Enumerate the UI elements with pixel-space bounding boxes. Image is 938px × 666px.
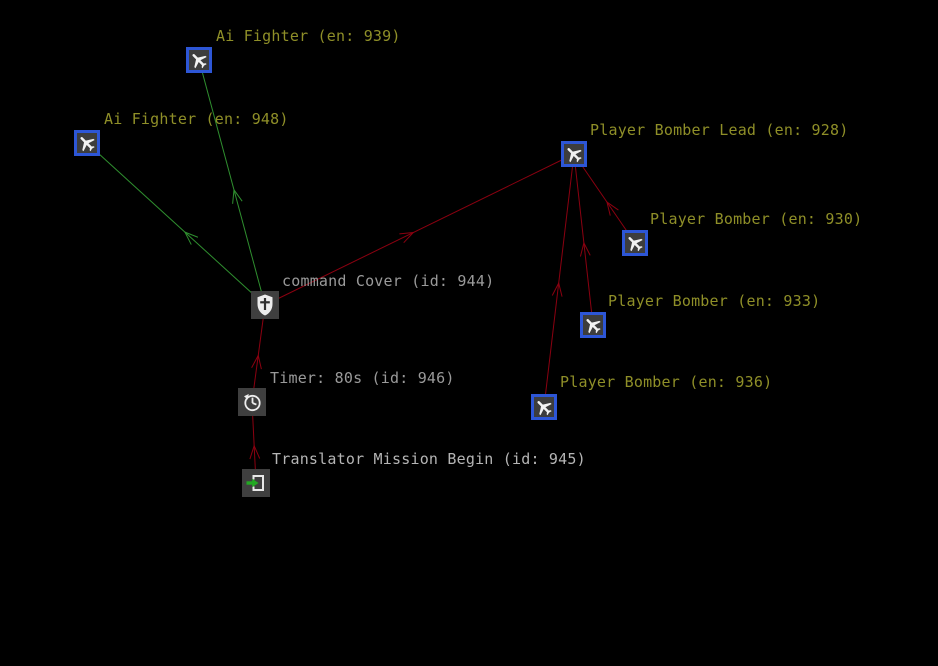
node-label-command-cover-944: command Cover (id: 944) [282, 272, 495, 290]
node-timer-946[interactable] [238, 388, 266, 416]
edge-command-cover-944-to-ai-fighter-939 [198, 59, 266, 306]
shield-icon [253, 293, 277, 317]
node-ai-fighter-948[interactable] [74, 130, 100, 156]
arrowhead-timer-946-to-command-cover-944 [251, 354, 262, 370]
arrowhead-command-cover-944-to-player-bomber-lead-928 [399, 231, 415, 244]
node-label-mission-begin-945: Translator Mission Begin (id: 945) [272, 450, 586, 468]
node-command-cover-944[interactable] [251, 291, 279, 319]
node-player-bomber-930[interactable] [622, 230, 648, 256]
edge-player-bomber-930-to-player-bomber-lead-928 [573, 153, 636, 244]
node-label-player-bomber-933: Player Bomber (en: 933) [608, 292, 821, 310]
fighter-icon [583, 315, 603, 335]
arrowhead-player-bomber-930-to-player-bomber-lead-928 [606, 200, 619, 216]
arrowhead-player-bomber-936-to-player-bomber-lead-928 [551, 281, 563, 297]
node-player-bomber-933[interactable] [580, 312, 606, 338]
fighter-icon [564, 144, 584, 164]
arrowhead-command-cover-944-to-ai-fighter-948 [183, 231, 199, 245]
fighter-icon [534, 397, 554, 417]
fighter-icon [189, 50, 209, 70]
node-ai-fighter-939[interactable] [186, 47, 212, 73]
node-label-player-bomber-930: Player Bomber (en: 930) [650, 210, 863, 228]
node-label-player-bomber-lead-928: Player Bomber Lead (en: 928) [590, 121, 849, 139]
node-player-bomber-936[interactable] [531, 394, 557, 420]
edge-timer-946-to-command-cover-944 [251, 304, 266, 403]
fighter-icon [77, 133, 97, 153]
node-mission-begin-945[interactable] [242, 469, 270, 497]
node-label-ai-fighter-939: Ai Fighter (en: 939) [216, 27, 401, 45]
edge-command-cover-944-to-player-bomber-lead-928 [264, 153, 575, 306]
node-label-player-bomber-936: Player Bomber (en: 936) [560, 373, 773, 391]
fighter-icon [625, 233, 645, 253]
node-label-timer-946: Timer: 80s (id: 946) [270, 369, 455, 387]
arrowhead-mission-begin-945-to-timer-946 [249, 444, 261, 460]
node-player-bomber-lead-928[interactable] [561, 141, 587, 167]
arrowhead-player-bomber-933-to-player-bomber-lead-928 [579, 241, 591, 257]
timer-icon [240, 390, 264, 414]
edge-player-bomber-936-to-player-bomber-lead-928 [543, 153, 575, 408]
node-label-ai-fighter-948: Ai Fighter (en: 948) [104, 110, 289, 128]
edge-player-bomber-933-to-player-bomber-lead-928 [573, 153, 594, 326]
arrowhead-command-cover-944-to-ai-fighter-939 [232, 188, 243, 204]
enter-icon [244, 471, 268, 495]
edge-command-cover-944-to-ai-fighter-948 [86, 142, 266, 306]
